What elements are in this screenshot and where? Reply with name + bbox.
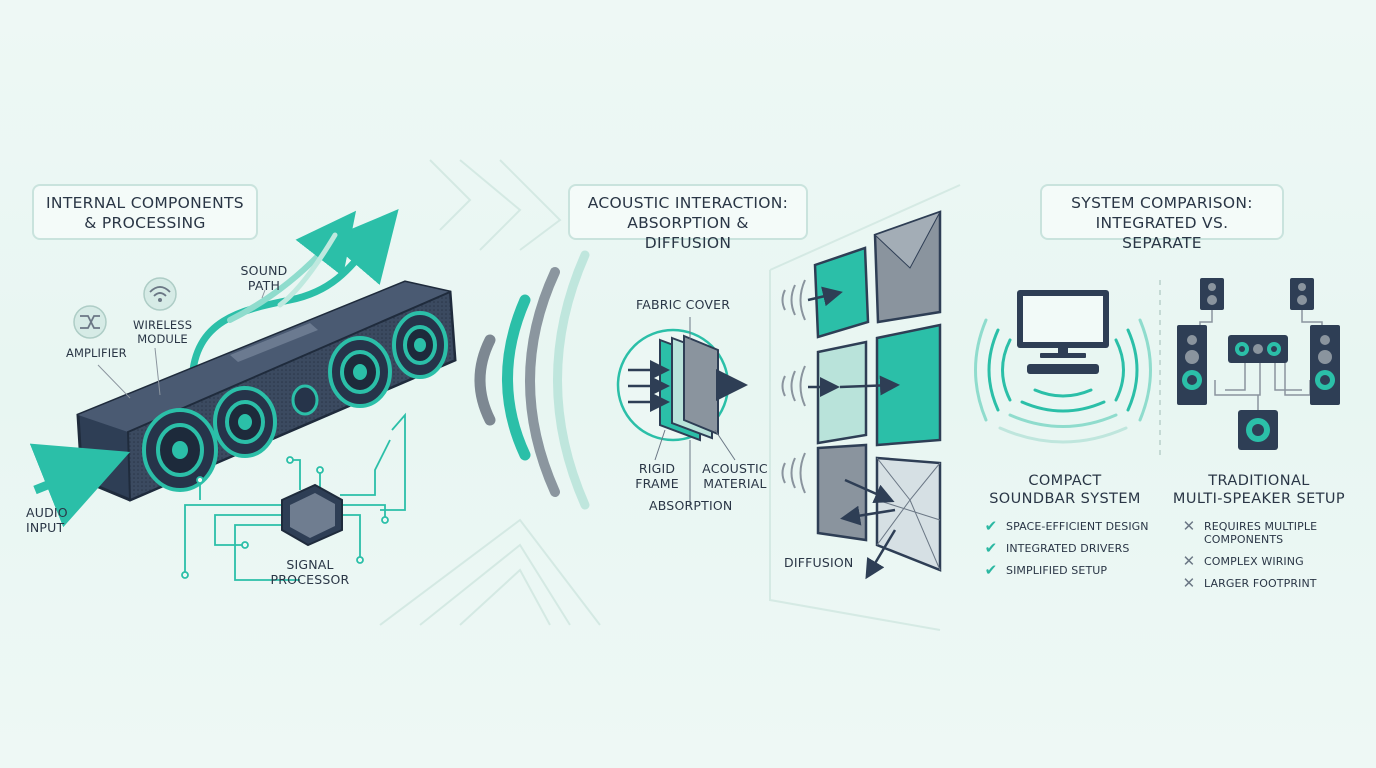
- audio-input-arrow: [29, 443, 131, 528]
- label-wireless-line1: WIRELESS: [133, 318, 193, 332]
- compact-feature-3: ✔ SIMPLIFIED SETUP: [984, 561, 1108, 579]
- label-rigid-line2: FRAME: [635, 476, 679, 491]
- traditional-feature-2-text: COMPLEX WIRING: [1204, 555, 1304, 568]
- compact-system-title: COMPACT SOUNDBAR SYSTEM: [985, 472, 1145, 508]
- label-absorption: ABSORPTION: [649, 498, 733, 513]
- label-audio-input-line2: INPUT: [26, 520, 65, 535]
- absorption-diagram: [616, 317, 748, 505]
- label-sound-path-line2: PATH: [247, 278, 281, 293]
- leader-lines-panel1: [97, 289, 266, 399]
- label-acoustic-line2: MATERIAL: [703, 476, 767, 491]
- traditional-system-title: TRADITIONAL MULTI-SPEAKER SETUP: [1172, 472, 1346, 508]
- traditional-title-line2: MULTI-SPEAKER SETUP: [1172, 491, 1346, 507]
- traditional-feature-3-text: LARGER FOOTPRINT: [1204, 577, 1317, 590]
- multi-speaker-setup: [1177, 278, 1340, 450]
- label-signal-line2: PROCESSOR: [270, 572, 350, 587]
- panel-comparison-title-line2: INTEGRATED VS. SEPARATE: [1095, 214, 1229, 252]
- check-icon: ✔: [984, 539, 998, 557]
- check-icon: ✔: [984, 561, 998, 579]
- sound-waves: [474, 250, 590, 510]
- traditional-feature-1-text: REQUIRES MULTIPLE COMPONENTS: [1204, 520, 1317, 546]
- cross-icon: ✕: [1182, 517, 1196, 535]
- wireless-icon: [143, 277, 177, 311]
- background-deco: [379, 159, 961, 631]
- label-wireless-module: WIRELESS MODULE: [133, 318, 192, 346]
- panel-internal-title-line1: INTERNAL COMPONENTS: [46, 194, 244, 212]
- panel-acoustic-title-line2: ABSORPTION & DIFFUSION: [627, 214, 749, 252]
- panel-comparison-title: SYSTEM COMPARISON: INTEGRATED VS. SEPARA…: [1040, 184, 1284, 252]
- label-rigid-line1: RIGID: [638, 461, 676, 476]
- label-rigid-frame: RIGID FRAME: [632, 461, 682, 491]
- cross-icon: ✕: [1182, 574, 1196, 592]
- amplifier-icon: [73, 305, 107, 339]
- traditional-feature-1-line2: COMPONENTS: [1204, 533, 1284, 546]
- label-amplifier: AMPLIFIER: [66, 346, 127, 360]
- compact-title-line1: COMPACT: [1028, 473, 1102, 489]
- compact-feature-1: ✔ SPACE-EFFICIENT DESIGN: [984, 517, 1149, 535]
- compact-feature-1-text: SPACE-EFFICIENT DESIGN: [1006, 520, 1149, 533]
- label-acoustic-material: ACOUSTIC MATERIAL: [698, 461, 772, 491]
- label-acoustic-line1: ACOUSTIC: [702, 461, 768, 476]
- panel-wavelets: [781, 279, 806, 494]
- soundbar: [76, 280, 457, 502]
- acoustic-panels: [813, 210, 942, 572]
- check-icon: ✔: [984, 517, 998, 535]
- sound-path-arrows: [188, 209, 399, 384]
- label-fabric-cover: FABRIC COVER: [636, 297, 731, 312]
- compact-feature-2-text: INTEGRATED DRIVERS: [1006, 542, 1130, 555]
- compact-title-line2: SOUNDBAR SYSTEM: [989, 491, 1141, 507]
- traditional-feature-1: ✕ REQUIRES MULTIPLE COMPONENTS: [1182, 517, 1317, 547]
- cross-icon: ✕: [1182, 552, 1196, 570]
- label-sound-path-line1: SOUND: [240, 263, 288, 278]
- label-audio-input: AUDIO INPUT: [26, 505, 68, 535]
- traditional-feature-3: ✕ LARGER FOOTPRINT: [1182, 574, 1317, 592]
- traditional-title-line1: TRADITIONAL: [1208, 473, 1310, 489]
- label-signal-processor: SIGNAL PROCESSOR: [264, 557, 356, 587]
- label-wireless-line2: MODULE: [137, 332, 188, 346]
- traditional-feature-2: ✕ COMPLEX WIRING: [1182, 552, 1304, 570]
- panel-acoustic-title: ACOUSTIC INTERACTION: ABSORPTION & DIFFU…: [568, 184, 808, 252]
- circuit-traces: [181, 412, 406, 581]
- traditional-feature-1-line1: REQUIRES MULTIPLE: [1204, 520, 1318, 533]
- label-diffusion: DIFFUSION: [784, 555, 854, 570]
- compact-feature-2: ✔ INTEGRATED DRIVERS: [984, 539, 1130, 557]
- signal-processor-chip: [281, 483, 343, 547]
- soundbar-waves: [974, 318, 1152, 444]
- panel-arrows: [807, 286, 900, 580]
- compact-feature-3-text: SIMPLIFIED SETUP: [1006, 564, 1108, 577]
- panel-internal-title: INTERNAL COMPONENTS & PROCESSING: [32, 184, 258, 240]
- panel-comparison-title-line1: SYSTEM COMPARISON:: [1071, 194, 1253, 212]
- tv-icon: [1017, 290, 1109, 374]
- label-sound-path: SOUND PATH: [232, 263, 296, 293]
- label-signal-line1: SIGNAL: [286, 557, 334, 572]
- panel-acoustic-title-line1: ACOUSTIC INTERACTION:: [587, 194, 789, 212]
- label-audio-input-line1: AUDIO: [26, 505, 68, 520]
- panel-internal-title-line2: & PROCESSING: [84, 214, 206, 232]
